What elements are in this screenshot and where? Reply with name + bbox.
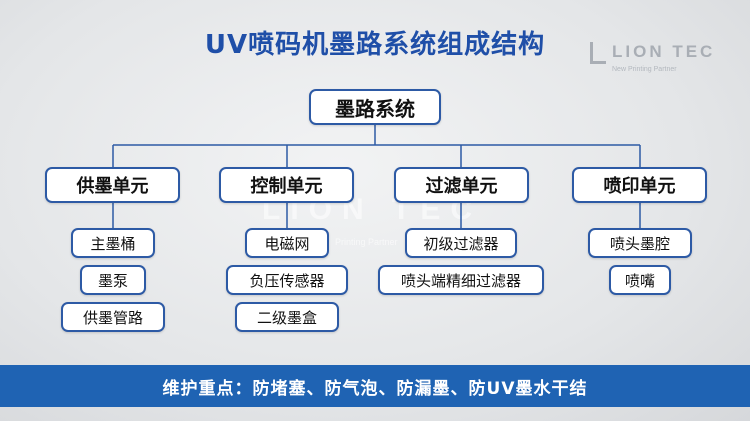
logo-mark-icon — [590, 42, 606, 64]
item-node-solenoid-valve: 电磁网 — [245, 228, 329, 258]
category-node-supply: 供墨单元 — [45, 167, 180, 203]
item-node-nozzle: 喷嘴 — [609, 265, 671, 295]
item-node-head-fine-filter: 喷头端精细过滤器 — [378, 265, 544, 295]
category-node-control: 控制单元 — [219, 167, 354, 203]
root-node: 墨路系统 — [309, 89, 441, 125]
item-node-ink-supply-line: 供墨管路 — [61, 302, 165, 332]
item-node-secondary-ink-box: 二级墨盒 — [235, 302, 339, 332]
diagram-title: UV喷码机墨路系统组成结构 — [204, 30, 546, 60]
brand-logo: LION TEC New Printing Partner — [590, 40, 740, 80]
maintenance-footer: 维护重点：防堵塞、防气泡、防漏墨、防UV墨水干结 — [0, 365, 750, 407]
item-node-main-ink-tank: 主墨桶 — [71, 228, 155, 258]
category-node-print: 喷印单元 — [572, 167, 707, 203]
item-node-primary-filter: 初级过滤器 — [405, 228, 517, 258]
category-node-filter: 过滤单元 — [394, 167, 529, 203]
item-node-negative-pressure-sensor: 负压传感器 — [226, 265, 348, 295]
item-node-head-ink-chamber: 喷头墨腔 — [588, 228, 692, 258]
item-node-ink-pump: 墨泵 — [80, 265, 146, 295]
logo-subtitle: New Printing Partner — [612, 66, 677, 73]
logo-text: LION TEC — [612, 42, 716, 61]
watermark-subtitle: Printing Partner — [335, 237, 398, 247]
